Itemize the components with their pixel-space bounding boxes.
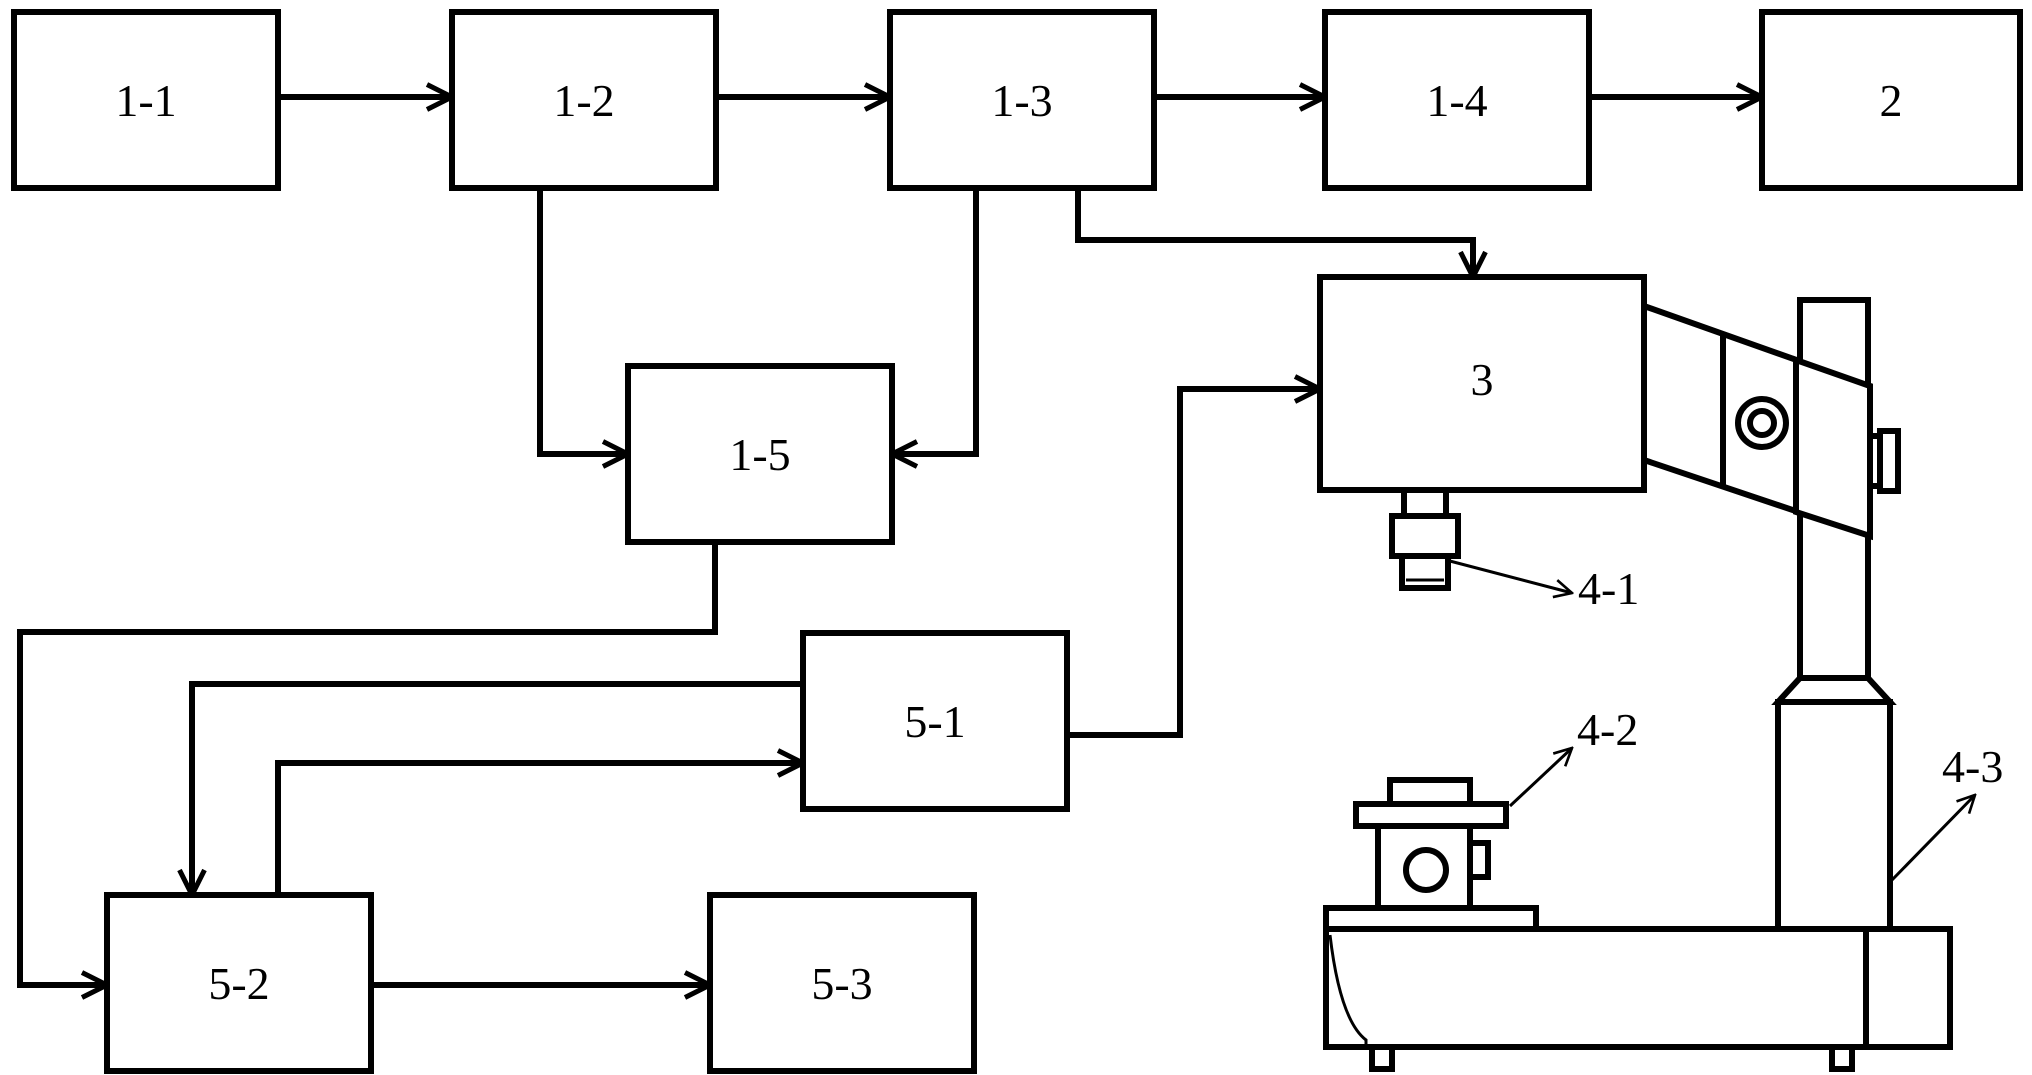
callout-4-2: 4-2 xyxy=(1577,704,1638,755)
block-5-3-label: 5-3 xyxy=(811,958,872,1009)
knob xyxy=(1735,396,1789,450)
arrow-5-2-to-5-1 xyxy=(275,763,803,895)
block-5-1: 5-1 xyxy=(800,630,1070,812)
block-3: 3 xyxy=(1317,274,1647,493)
block-1-3: 1-3 xyxy=(887,9,1157,191)
callout-4-3: 4-3 xyxy=(1942,741,2003,792)
arrow-5-1-to-3 xyxy=(1067,389,1320,738)
base xyxy=(1323,926,1953,1072)
lens-4-1 xyxy=(1389,487,1461,591)
arrow-1-5-to-5-2 xyxy=(17,542,718,985)
block-1-4-label: 1-4 xyxy=(1426,75,1487,126)
arrow-5-1-to-5-2 xyxy=(192,681,803,895)
arrow-1-2-to-1-5 xyxy=(537,188,628,454)
callout-arrow-4-1 xyxy=(1445,558,1572,593)
block-5-3: 5-3 xyxy=(707,892,977,1074)
callout-arrow-4-3 xyxy=(1890,795,1975,882)
block-1-2-label: 1-2 xyxy=(553,75,614,126)
block-5-2: 5-2 xyxy=(104,892,374,1074)
block-1-5: 1-5 xyxy=(625,363,895,545)
block-2: 2 xyxy=(1759,9,2023,191)
block-1-5-label: 1-5 xyxy=(729,429,790,480)
mount-plate xyxy=(1720,333,1901,541)
callout-arrow-4-2 xyxy=(1508,748,1572,808)
block-1-1: 1-1 xyxy=(11,9,281,191)
block-5-2-label: 5-2 xyxy=(208,958,269,1009)
callout-4-1: 4-1 xyxy=(1578,563,1639,614)
block-1-4: 1-4 xyxy=(1322,9,1592,191)
block-1-3-label: 1-3 xyxy=(991,75,1052,126)
stage-4-2 xyxy=(1323,777,1539,932)
block-5-1-label: 5-1 xyxy=(904,696,965,747)
arrow-1-3-to-3 xyxy=(1075,188,1473,277)
block-2-label: 2 xyxy=(1880,75,1903,126)
block-3-label: 3 xyxy=(1471,354,1494,405)
arrow-1-3-to-1-5 xyxy=(892,188,979,454)
block-1-1-label: 1-1 xyxy=(115,75,176,126)
block-1-2: 1-2 xyxy=(449,9,719,191)
